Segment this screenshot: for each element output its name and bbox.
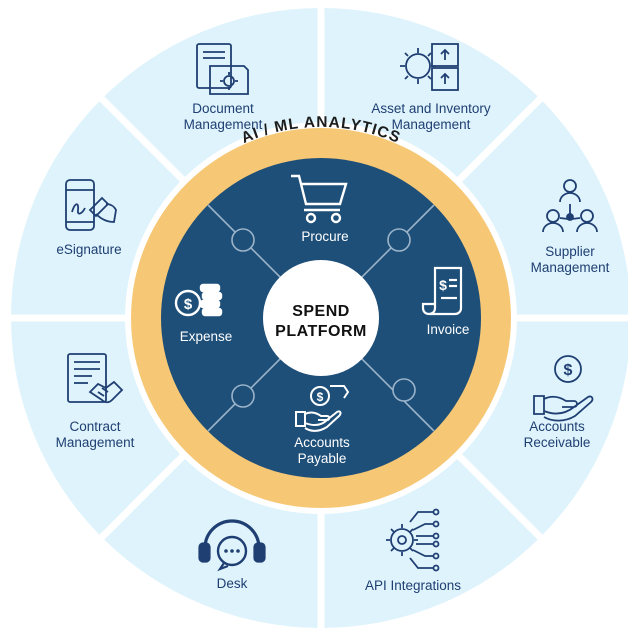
invoice-icon: $: [421, 266, 463, 316]
svg-text:$: $: [564, 362, 573, 379]
desk-icon: [198, 519, 266, 572]
center-circle: [263, 260, 379, 376]
segment-label-line1: Supplier: [545, 244, 595, 259]
svg-text:$: $: [439, 277, 447, 293]
svg-text:$: $: [317, 390, 324, 404]
inner-label-line1: Expense: [179, 329, 233, 344]
segment-asset-inventory[interactable]: Asset and Inventory Management: [371, 101, 490, 133]
center-line2: PLATFORM: [275, 323, 367, 340]
inner-label-line1: Invoice: [426, 322, 470, 337]
esignature-icon: [65, 179, 117, 231]
segment-label-line1: eSignature: [56, 242, 122, 257]
supplier-management-icon: [542, 179, 598, 233]
inner-segment-procure[interactable]: Procure: [301, 229, 348, 245]
center-title: SPEND PLATFORM: [266, 302, 376, 342]
svg-text:$: $: [184, 296, 193, 313]
segment-label-line2: Receivable: [523, 435, 591, 450]
segment-api-integrations[interactable]: API Integrations: [365, 578, 461, 594]
segment-label-line2: Management: [183, 117, 263, 132]
inner-segment-invoice[interactable]: Invoice: [427, 322, 470, 338]
segment-label-line1: Accounts: [529, 419, 585, 434]
segment-label-line1: Asset and Inventory: [371, 101, 491, 116]
segment-accounts-receivable[interactable]: Accounts Receivable: [524, 419, 591, 451]
expense-icon: $: [174, 283, 223, 317]
segment-label-line1: Document: [192, 101, 254, 116]
segment-label-line1: API Integrations: [364, 578, 462, 593]
segment-document-management[interactable]: Document Management: [184, 101, 263, 133]
asset-inventory-icon: [400, 43, 459, 91]
segment-label-line2: Management: [530, 260, 610, 275]
segment-supplier-management[interactable]: Supplier Management: [531, 244, 610, 276]
accounts-receivable-icon: $: [533, 355, 594, 422]
inner-segment-expense[interactable]: Expense: [180, 329, 233, 345]
contract-management-icon: [67, 353, 124, 404]
payable-icon: $: [295, 385, 350, 432]
segment-esignature[interactable]: eSignature: [56, 242, 121, 258]
inner-label-line1: Procure: [301, 229, 349, 244]
segment-label-line2: Management: [391, 117, 471, 132]
api-integrations-icon: [386, 508, 440, 572]
segment-label-line1: Desk: [216, 576, 248, 591]
segment-desk[interactable]: Desk: [217, 576, 248, 592]
segment-contract-management[interactable]: Contract Management: [56, 419, 135, 451]
inner-segment-accounts-payable[interactable]: Accounts Payable: [294, 435, 350, 467]
document-management-icon: [196, 43, 249, 95]
inner-label-line2: Payable: [297, 451, 347, 466]
segment-label-line1: Contract: [69, 419, 121, 434]
center-line1: SPEND: [292, 303, 350, 320]
inner-label-line1: Accounts: [294, 435, 350, 450]
cart-icon: [291, 174, 348, 224]
segment-label-line2: Management: [55, 435, 135, 450]
